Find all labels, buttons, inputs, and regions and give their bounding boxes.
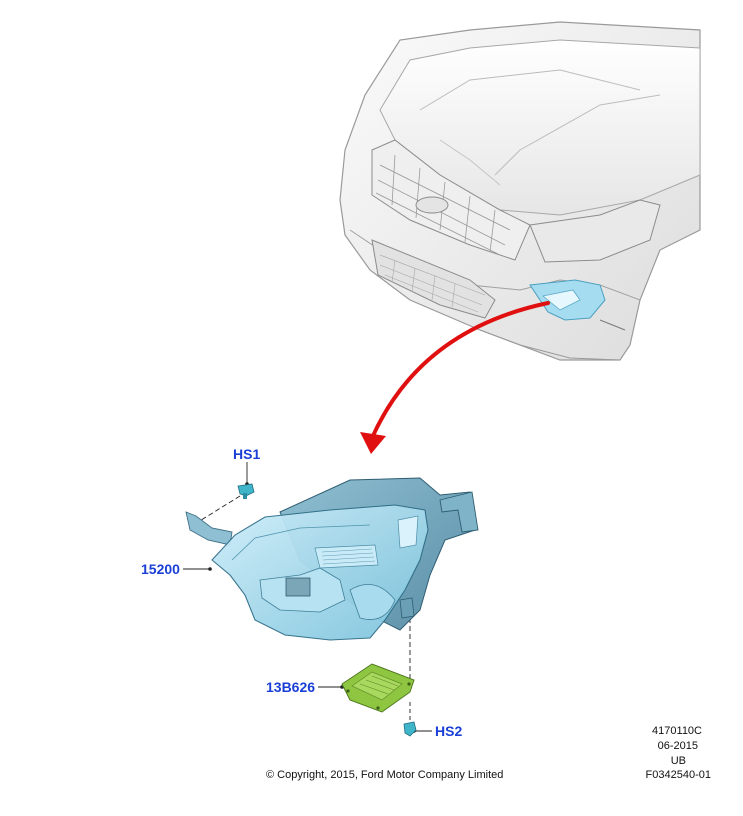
callout-hs1: HS1	[233, 446, 261, 462]
headlamp-assembly-15200	[185, 477, 479, 641]
headlamp-right-bracket	[439, 491, 479, 533]
vehicle-upper-grille	[371, 139, 531, 261]
location-pointer-arrow	[360, 301, 550, 454]
leader-lines	[183, 462, 432, 732]
callout-hs2: HS2	[435, 723, 463, 739]
reference-number: 4170110C	[652, 725, 702, 737]
copyright-notice: © Copyright, 2015, Ford Motor Company Li…	[266, 769, 504, 781]
vehicle-front-illustration	[339, 21, 701, 361]
hs1-assembly-dash	[197, 495, 241, 523]
figure-id: F0342540-01	[645, 769, 711, 781]
diagram-code: UB	[670, 755, 686, 767]
callout-headlamp-15200: 15200	[141, 561, 180, 577]
fastener-hs2	[403, 721, 417, 737]
diagram-date: 06-2015	[657, 740, 698, 752]
headlamp-left-bracket	[185, 511, 233, 546]
fastener-hs1	[237, 483, 255, 499]
vehicle-badge	[415, 196, 449, 214]
callout-module-13B626: 13B626	[266, 679, 316, 695]
vehicle-lower-grille	[371, 239, 496, 319]
module-13B626	[341, 663, 415, 713]
